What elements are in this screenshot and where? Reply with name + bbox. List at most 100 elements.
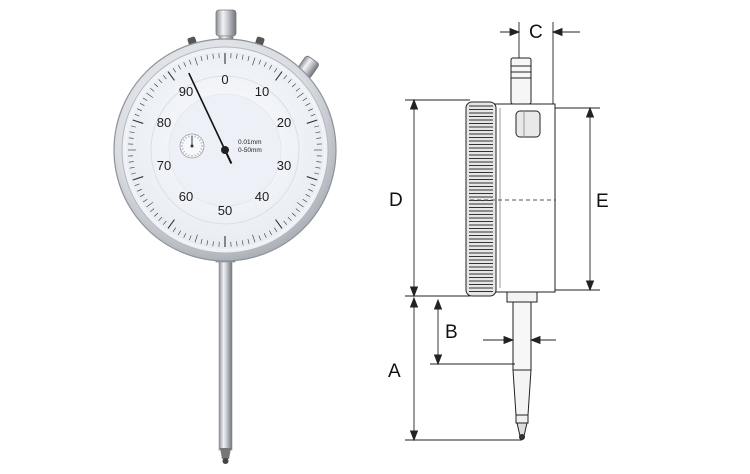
contact-tip (222, 458, 229, 464)
counter-dial-tick (185, 136, 187, 139)
dial-tick (130, 125, 136, 128)
side-view-drawing (465, 57, 556, 440)
dial-tick (295, 208, 300, 213)
counter-dial-tick (181, 142, 184, 144)
dial-tick (241, 240, 244, 246)
dial-tick (283, 75, 288, 80)
dimension-label-a: A (388, 361, 401, 382)
dial-tick (154, 212, 159, 217)
dial-tick (162, 220, 167, 225)
dial-tick (146, 202, 154, 208)
dial-tick (308, 108, 313, 112)
dial-tick (194, 234, 198, 243)
side-spindle (512, 369, 532, 416)
dial-tick (137, 108, 142, 112)
dial-tick (132, 119, 144, 124)
dimension-c-arrow-left (509, 27, 521, 37)
dimension-label-b: B (445, 322, 458, 343)
dial-tick (275, 219, 283, 229)
dial-tick (200, 55, 203, 61)
dial-tick (183, 62, 187, 67)
dial-tick (150, 208, 155, 213)
dial-tick (252, 234, 256, 243)
dial-tick (206, 54, 209, 60)
counter-dial-tick (199, 139, 202, 141)
dimension-label-c: C (529, 22, 543, 43)
dial-tick (154, 83, 159, 88)
dial-tick (178, 230, 181, 236)
dial-tick (241, 54, 244, 60)
dimension-label-e: E (596, 191, 609, 212)
side-top-stem (510, 57, 532, 105)
counter-dial-tick (200, 148, 203, 150)
dial-scale-ticks (128, 53, 322, 247)
stem-diameter-arrow-left (503, 335, 515, 345)
dial-number-60: 60 (179, 189, 193, 204)
dimension-d-arrow-bottom (409, 286, 419, 298)
dial-tick (274, 67, 278, 73)
dial-number-90: 90 (179, 84, 193, 99)
dial-tick (305, 194, 311, 197)
dial-tick (178, 64, 181, 70)
dimension-b-arrow-top (433, 298, 443, 310)
dial-tick (158, 216, 163, 221)
dial-tick (295, 87, 300, 92)
counter-dial-tick (194, 154, 196, 157)
dial-tick (167, 219, 175, 229)
dial-tick (142, 97, 148, 101)
dimension-e-arrow-top (585, 106, 595, 118)
dial-tick (310, 114, 316, 117)
dial-tick (306, 176, 318, 181)
needle-line (188, 72, 226, 151)
dial-tick (172, 227, 176, 233)
counter-dial-tick (199, 151, 202, 153)
side-lock-knob (515, 110, 541, 138)
dial-tick (167, 71, 175, 81)
stem-diameter-arrow-right (529, 335, 541, 345)
dial-number-30: 30 (277, 158, 291, 173)
knurled-bezel (465, 101, 497, 297)
dial-number-0: 0 (221, 72, 228, 87)
dial-tick (129, 131, 135, 134)
dial-tick (236, 53, 238, 59)
dial-tick (274, 227, 278, 233)
dial-number-40: 40 (255, 189, 269, 204)
dial-tick (291, 83, 296, 88)
dial-tick (258, 59, 261, 65)
dial-tick (287, 79, 292, 84)
dimension-b-arrow-bottom (433, 354, 443, 366)
dial-tick (158, 79, 163, 84)
dial-tick (296, 202, 304, 208)
dial-tick (212, 53, 214, 59)
dial-tick (263, 233, 267, 238)
side-contact-tip (519, 434, 525, 440)
counter-dial-tick (181, 148, 184, 150)
dimension-a-arrow-bottom (409, 430, 419, 442)
dial-tick (247, 55, 250, 61)
dial-tick (212, 241, 214, 247)
counter-dial-tick (182, 151, 185, 153)
dial-tick (283, 220, 288, 225)
dial-tick (263, 62, 267, 67)
dial-tick (296, 92, 304, 98)
dial-tick (306, 119, 318, 124)
dial-tick (316, 137, 322, 139)
dial-tick (269, 230, 272, 236)
dial-tick (200, 239, 203, 245)
dial-tick (134, 114, 140, 117)
range-label: 0-50mm (238, 147, 262, 154)
dial-number-50: 50 (218, 203, 232, 218)
dial-tick (183, 233, 187, 238)
dial-tick (258, 235, 261, 241)
dial-tick (194, 57, 198, 66)
resolution-label: 0.01mm (238, 139, 261, 146)
side-stem-collar (506, 291, 538, 303)
dial-numbers: 0 10 20 30 40 50 60 70 80 90 (157, 72, 291, 218)
dial-tick (269, 64, 272, 70)
dial-tick (206, 240, 209, 246)
dial-tick (316, 161, 322, 163)
dial-tick (129, 166, 135, 169)
dial-tick (247, 239, 250, 245)
dial-tick (315, 166, 321, 169)
